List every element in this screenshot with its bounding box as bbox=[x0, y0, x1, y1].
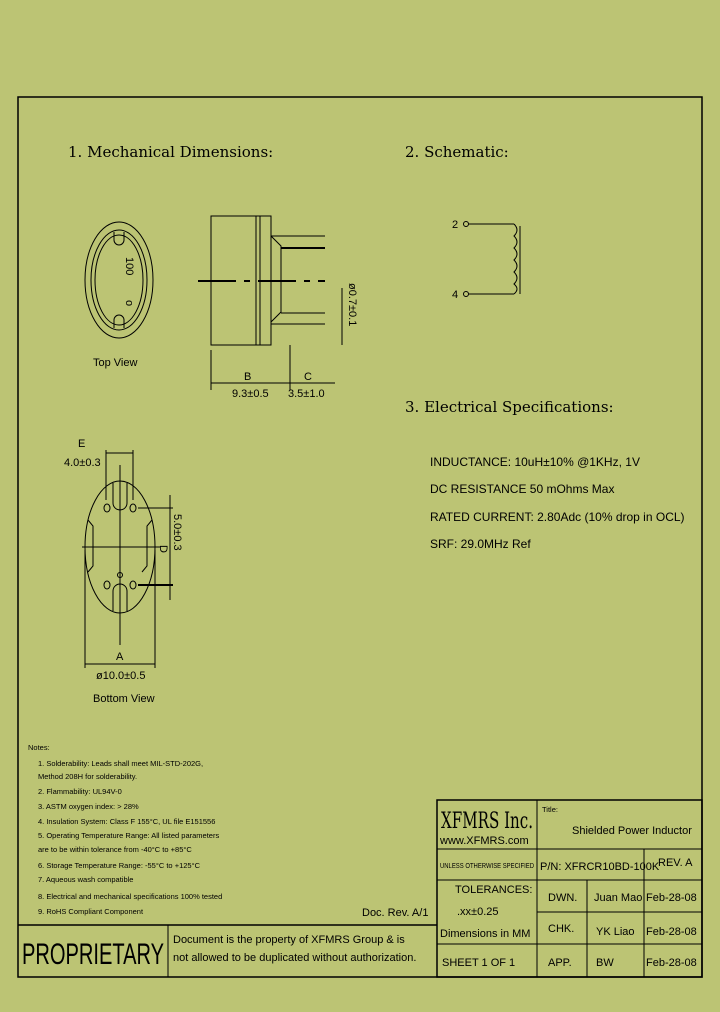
section-electrical: 3. Electrical Specifications: bbox=[405, 398, 614, 416]
svg-text:INDUCTANCE: 10uH±10% @1KHz, 1V: INDUCTANCE: 10uH±10% @1KHz, 1V bbox=[430, 455, 640, 469]
svg-text:4: 4 bbox=[452, 289, 458, 301]
svg-text:Feb-28-08: Feb-28-08 bbox=[646, 892, 697, 904]
company-logo: XFMRS Inc. bbox=[441, 809, 533, 834]
top-view: 100 o bbox=[84, 221, 154, 339]
svg-text:C: C bbox=[304, 371, 312, 383]
svg-text:Dimensions in MM: Dimensions in MM bbox=[440, 928, 530, 940]
svg-text:APP.: APP. bbox=[548, 957, 572, 969]
proprietary-label: PROPRIETARY bbox=[22, 938, 164, 971]
revision: REV. A bbox=[658, 857, 693, 869]
bottom-view bbox=[82, 450, 173, 668]
dim-a-value: ø10.0±0.5 bbox=[96, 670, 145, 682]
svg-text:4. Insulation System: Class F: 4. Insulation System: Class F 155°C, UL … bbox=[38, 817, 215, 826]
svg-text:UNLESS OTHERWISE SPECIFIED: UNLESS OTHERWISE SPECIFIED bbox=[440, 861, 534, 870]
svg-text:9. RoHS Compliant Component: 9. RoHS Compliant Component bbox=[38, 907, 144, 916]
svg-text:BW: BW bbox=[596, 957, 614, 969]
svg-text:A: A bbox=[116, 651, 124, 663]
svg-text:TOLERANCES:: TOLERANCES: bbox=[455, 884, 532, 896]
svg-text:2. Flammability: UL94V-0: 2. Flammability: UL94V-0 bbox=[38, 787, 122, 796]
svg-text:not allowed to be duplicated w: not allowed to be duplicated without aut… bbox=[173, 952, 416, 964]
svg-text:B: B bbox=[244, 371, 251, 383]
side-view bbox=[198, 215, 343, 390]
svg-text:3. ASTM oxygen index: > 28%: 3. ASTM oxygen index: > 28% bbox=[38, 802, 139, 811]
svg-text:SRF: 29.0MHz Ref: SRF: 29.0MHz Ref bbox=[430, 537, 531, 551]
svg-text:SHEET 1 OF 1: SHEET 1 OF 1 bbox=[442, 957, 515, 969]
svg-text:D: D bbox=[157, 545, 169, 553]
svg-text:.xx±0.25: .xx±0.25 bbox=[457, 906, 499, 918]
svg-text:RATED CURRENT: 2.80Adc (10% dr: RATED CURRENT: 2.80Adc (10% drop in OCL) bbox=[430, 510, 685, 524]
svg-text:E: E bbox=[78, 438, 85, 450]
notes: Notes: 1. Solderability: Leads shall mee… bbox=[28, 743, 222, 916]
svg-text:Method 208H for solderability.: Method 208H for solderability. bbox=[38, 772, 137, 781]
svg-text:CHK.: CHK. bbox=[548, 923, 574, 935]
top-marking: 100 bbox=[123, 257, 135, 275]
dim-c-value: 3.5±1.0 bbox=[288, 388, 325, 400]
svg-text:8. Electrical and mechanical s: 8. Electrical and mechanical specificati… bbox=[38, 892, 222, 901]
svg-text:are to be within tolerance fro: are to be within tolerance from -40°C to… bbox=[38, 845, 192, 854]
sheet-border bbox=[17, 96, 703, 978]
svg-text:DWN.: DWN. bbox=[548, 892, 577, 904]
company-website: www.XFMRS.com bbox=[439, 835, 529, 847]
top-view-label: Top View bbox=[93, 357, 137, 369]
part-number: P/N: XFRCR10BD-100K bbox=[540, 861, 660, 873]
schematic-diagram bbox=[463, 221, 521, 297]
svg-text:6. Storage Temperature Range:: 6. Storage Temperature Range: -55°C to +… bbox=[38, 861, 201, 870]
svg-text:Feb-28-08: Feb-28-08 bbox=[646, 926, 697, 938]
dim-d-value: 5.0±0.3 bbox=[171, 514, 183, 551]
drawing-title: Shielded Power Inductor bbox=[572, 825, 692, 837]
svg-text:Title:: Title: bbox=[542, 805, 558, 814]
svg-text:o: o bbox=[123, 300, 135, 306]
svg-text:Document is the property of XF: Document is the property of XFMRS Group … bbox=[173, 934, 405, 946]
svg-text:Juan Mao: Juan Mao bbox=[594, 892, 642, 904]
section-schematic: 2. Schematic: bbox=[405, 143, 509, 161]
svg-text:7. Aqueous wash compatible: 7. Aqueous wash compatible bbox=[38, 875, 133, 884]
title-block bbox=[436, 799, 703, 978]
doc-revision: Doc. Rev. A/1 bbox=[362, 907, 428, 919]
svg-text:2: 2 bbox=[452, 219, 458, 231]
svg-text:DC RESISTANCE 50 mOhms Max: DC RESISTANCE 50 mOhms Max bbox=[430, 482, 614, 496]
svg-text:Feb-28-08: Feb-28-08 bbox=[646, 957, 697, 969]
svg-text:5. Operating Temperature Range: 5. Operating Temperature Range: All list… bbox=[38, 831, 219, 840]
svg-text:1. Solderability: Leads shall: 1. Solderability: Leads shall meet MIL-S… bbox=[38, 759, 203, 768]
svg-text:Notes:: Notes: bbox=[28, 743, 50, 752]
svg-text:YK Liao: YK Liao bbox=[596, 926, 635, 938]
dim-e-value: 4.0±0.3 bbox=[64, 457, 101, 469]
section-mechanical: 1. Mechanical Dimensions: bbox=[68, 143, 273, 161]
lead-diameter: ø0.7±0.1 bbox=[346, 283, 358, 326]
bottom-view-label: Bottom View bbox=[93, 693, 155, 705]
dim-b-value: 9.3±0.5 bbox=[232, 388, 269, 400]
electrical-specs: INDUCTANCE: 10uH±10% @1KHz, 1V DC RESIST… bbox=[430, 455, 685, 551]
